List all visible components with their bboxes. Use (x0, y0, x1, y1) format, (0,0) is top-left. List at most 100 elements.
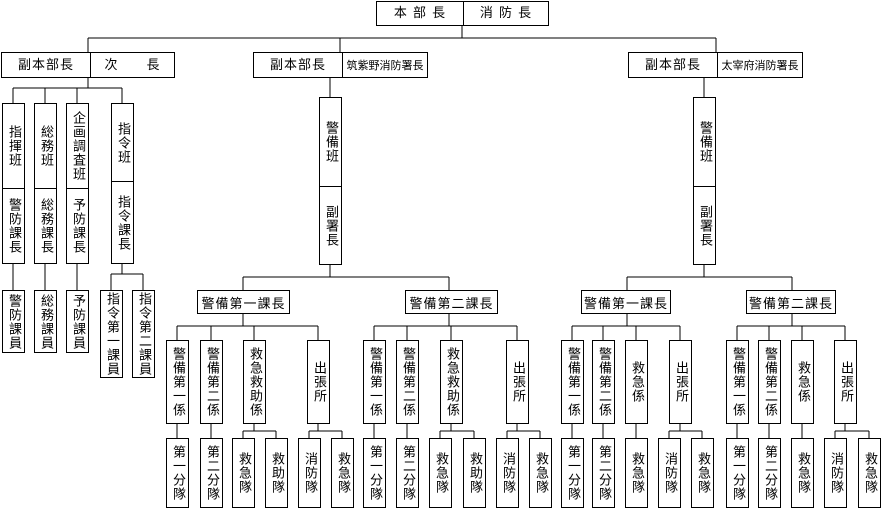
mid_group-sec-0-unit-0-label: 警備第一係 (170, 347, 185, 417)
left-col-2-bottom-label: 予防課長 (70, 198, 85, 254)
right_group-sec-1-unit-3-sub-0-label: 消防隊 (828, 452, 843, 494)
mid_group-pillar: 警備班副署長 (319, 97, 342, 265)
mid_group-sec-1: 警備第二課長 (405, 290, 498, 314)
mid_group-sec-1-unit-3: 出張所 (506, 340, 529, 424)
right_group-pillar-bottom-label: 副署長 (697, 204, 712, 247)
left-head-box-right: 次 長 (90, 53, 174, 77)
mid_group-sec-1-unit-0-label: 警備第一係 (367, 347, 382, 417)
mid_group-sec-0-unit-3-sub-0-label: 消防隊 (302, 452, 317, 494)
mid_group-sec-1-unit-1-sub-0: 第二分隊 (396, 438, 419, 508)
right_group-sec-1-unit-2: 救急係 (791, 340, 814, 424)
left-col-1-top-label: 総務班 (38, 125, 53, 167)
right_group-sec-0-unit-3-sub-1: 救急隊 (691, 438, 714, 508)
mid_group-head-box-right-label: 筑紫野消防署長 (346, 58, 424, 72)
right_group-sec-1-unit-3: 出張所 (834, 340, 857, 424)
mid_group-sec-0-unit-0-sub-0: 第一分隊 (166, 438, 189, 508)
left-col-1-top: 総務班 (35, 104, 56, 188)
mid_group-sec-1-unit-2-sub-1: 救助隊 (463, 438, 486, 508)
mid_group-sec-0-unit-3-sub-0: 消防隊 (298, 438, 321, 508)
right_group-sec-1-unit-1: 警備第二係 (758, 340, 781, 424)
left-col-0-bottom-label: 警防課長 (6, 198, 21, 254)
left-col-1-staff: 総務課員 (34, 290, 57, 353)
left-col-3: 指令班指令課長 (111, 103, 134, 264)
right_group-sec-1-unit-0-sub-0-label: 第一分隊 (730, 445, 745, 501)
mid_group-sec-0-unit-2-sub-1-label: 救助隊 (269, 452, 284, 494)
mid_group-sec-1-unit-1: 警備第二係 (396, 340, 419, 424)
top-box-right-label: 消 防 長 (479, 6, 533, 21)
left-col-2-top: 企画調査班 (67, 104, 88, 188)
mid_group-sec-0-unit-3-label: 出張所 (311, 361, 326, 403)
left-col-2-top-label: 企画調査班 (70, 111, 85, 181)
right_group-head-box-left-label: 副本部長 (644, 57, 701, 73)
left-col-0-top-label: 指揮班 (6, 125, 21, 167)
mid_group-sec-1-unit-3-label: 出張所 (510, 361, 525, 403)
left-head-box-left: 副本部長 (2, 53, 90, 77)
right_group-pillar-bottom: 副署長 (694, 186, 715, 264)
left-col-2-bottom: 予防課長 (67, 188, 88, 263)
right_group-sec-0-unit-3: 出張所 (669, 340, 692, 424)
mid_group-sec-1-unit-3-sub-1: 救急隊 (529, 438, 552, 508)
left-col-3-sub-1-label: 指令第二課員 (136, 292, 151, 376)
left-col-1-bottom-label: 総務課長 (38, 198, 53, 254)
mid_group-sec-0-unit-3-sub-1-label: 救急隊 (335, 452, 350, 494)
right_group-pillar-top-label: 警備班 (697, 121, 712, 163)
right_group-sec-0-unit-0: 警備第一係 (561, 340, 584, 424)
left-col-0-top: 指揮班 (3, 104, 24, 188)
right_group-head-box-left: 副本部長 (629, 53, 717, 77)
left-col-0-bottom: 警防課長 (3, 188, 24, 263)
mid_group-sec-0-label: 警備第一課長 (201, 296, 286, 312)
left-col-2-staff-label: 予防課員 (70, 293, 85, 350)
right_group-sec-1-unit-2-sub-0: 救急隊 (791, 438, 814, 508)
right_group-sec-1-unit-0-sub-0: 第一分隊 (726, 438, 749, 508)
right_group-head-box-right-label: 太宰府消防署長 (721, 58, 799, 72)
right_group-sec-1-unit-1-sub-0-label: 第二分隊 (762, 445, 777, 501)
mid_group-sec-0-unit-0-sub-0-label: 第一分隊 (170, 445, 185, 501)
mid_group-sec-1-unit-2-sub-0-label: 救急隊 (433, 452, 448, 494)
mid_group-sec-0-unit-1-sub-0: 第二分隊 (200, 438, 223, 508)
mid_group-sec-0-unit-3-sub-1: 救急隊 (331, 438, 354, 508)
right_group-sec-1-unit-0: 警備第一係 (726, 340, 749, 424)
top-box: 本 部 長消 防 長 (376, 1, 549, 26)
mid_group-head-box: 副本部長 筑紫野消防署長 (253, 52, 428, 78)
mid_group-sec-1-unit-3-sub-0: 消防隊 (496, 438, 519, 508)
right_group-sec-0-unit-1-sub-0: 第二分隊 (592, 438, 615, 508)
right_group-sec-0-unit-1-label: 警備第二係 (596, 347, 611, 417)
mid_group-sec-1-unit-0-sub-0: 第一分隊 (363, 438, 386, 508)
top-box-left-label: 本 部 長 (393, 6, 447, 21)
left-col-0-staff: 警防課員 (2, 290, 25, 353)
mid_group-pillar-bottom-label: 副署長 (323, 204, 338, 247)
right_group-pillar: 警備班副署長 (693, 97, 716, 265)
left-head-box-right-label: 次 長 (104, 57, 161, 73)
right_group-sec-0-unit-0-sub-0: 第一分隊 (561, 438, 584, 508)
left-col-1-staff-label: 総務課員 (38, 293, 53, 350)
mid_group-sec-0-unit-3: 出張所 (307, 340, 330, 424)
right_group-sec-0-unit-1: 警備第二係 (592, 340, 615, 424)
right_group-sec-0-unit-3-sub-1-label: 救急隊 (695, 452, 710, 494)
left-col-3-bottom-label: 指令課長 (115, 194, 130, 251)
left-col-1: 総務班総務課長 (34, 103, 57, 264)
right_group-sec-0-unit-2-sub-0: 救急隊 (625, 438, 648, 508)
right_group-sec-0-unit-3-sub-0: 消防隊 (658, 438, 681, 508)
right_group-sec-1-unit-0-label: 警備第一係 (730, 347, 745, 417)
right_group-sec-0-unit-0-label: 警備第一係 (565, 347, 580, 417)
mid_group-sec-1-unit-1-sub-0-label: 第二分隊 (400, 445, 415, 501)
right_group-sec-1-unit-1-label: 警備第二係 (762, 347, 777, 417)
right_group-sec-1-label: 警備第二課長 (748, 296, 833, 312)
mid_group-sec-1-label: 警備第二課長 (409, 296, 494, 312)
mid_group-sec-1-unit-2-label: 救急救助係 (444, 347, 459, 417)
mid_group-sec-0-unit-2-sub-1: 救助隊 (265, 438, 288, 508)
mid_group-pillar-bottom: 副署長 (320, 186, 341, 264)
left-col-2-staff: 予防課員 (66, 290, 89, 353)
right_group-sec-1-unit-2-sub-0-label: 救急隊 (795, 452, 810, 494)
right_group-sec-1-unit-3-sub-1-label: 救急隊 (862, 452, 877, 494)
left-col-3-bottom: 指令課長 (112, 181, 133, 263)
right_group-sec-0-unit-3-sub-0-label: 消防隊 (662, 452, 677, 494)
mid_group-sec-0-unit-1-label: 警備第二係 (204, 347, 219, 417)
right_group-pillar-top: 警備班 (694, 98, 715, 186)
left-head-box: 副本部長次 長 (1, 52, 175, 78)
mid_group-head-box-left-label: 副本部長 (269, 57, 326, 73)
right_group-sec-1-unit-1-sub-0: 第二分隊 (758, 438, 781, 508)
mid_group-sec-1-unit-3-sub-0-label: 消防隊 (500, 452, 515, 494)
top-box-left: 本 部 長 (377, 2, 463, 25)
mid_group-sec-0-unit-0: 警備第一係 (166, 340, 189, 424)
